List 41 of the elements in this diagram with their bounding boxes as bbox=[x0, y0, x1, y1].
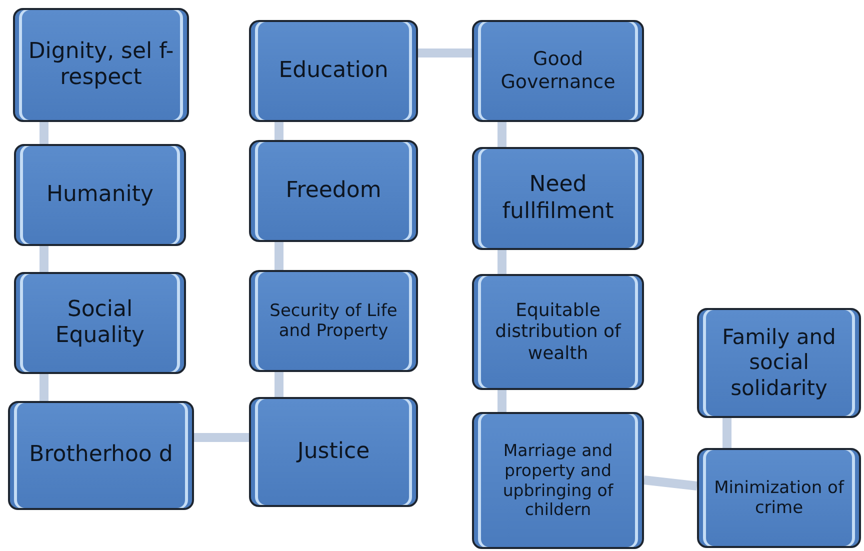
box-label: Justice bbox=[297, 438, 370, 466]
connector-bar bbox=[644, 476, 698, 490]
box-label: Good Governance bbox=[500, 48, 616, 94]
connector-bar bbox=[274, 242, 284, 270]
concept-box bbox=[13, 8, 189, 122]
box-label: Family and social solidarity bbox=[721, 325, 837, 401]
connector-bar bbox=[722, 418, 732, 448]
connector-bar bbox=[498, 122, 506, 147]
box-label: Education bbox=[278, 58, 388, 84]
connector-bar bbox=[498, 250, 506, 274]
box-label: Brotherhoo d bbox=[29, 442, 173, 469]
connector-bar bbox=[498, 390, 506, 412]
concept-box bbox=[472, 412, 644, 549]
connector-bar bbox=[194, 433, 249, 442]
concept-box bbox=[249, 20, 418, 122]
connector-bar bbox=[418, 48, 472, 58]
box-label: Humanity bbox=[46, 182, 154, 208]
concept-box bbox=[249, 397, 418, 507]
concept-box bbox=[472, 20, 644, 122]
connector-bar bbox=[40, 374, 48, 401]
concept-box bbox=[697, 308, 861, 418]
connector-bar bbox=[40, 122, 48, 144]
connector-bar bbox=[274, 372, 284, 397]
concept-box bbox=[249, 140, 418, 242]
concept-box bbox=[697, 448, 861, 548]
box-label: Marriage and property and upbringing of childern bbox=[502, 440, 614, 520]
concept-box bbox=[8, 401, 194, 510]
box-label: Dignity, sel f-respect bbox=[27, 38, 175, 92]
box-label: Minimization of crime bbox=[713, 478, 846, 518]
box-label: Security of Life and Property bbox=[268, 300, 398, 342]
box-label: Freedom bbox=[286, 178, 382, 204]
box-label: Need fullfilment bbox=[501, 172, 615, 225]
box-label: Social Equality bbox=[54, 296, 146, 350]
connector-bar bbox=[40, 246, 48, 272]
concept-box bbox=[472, 274, 644, 390]
connector-bar bbox=[274, 122, 284, 140]
box-label: Equitable distribution of wealth bbox=[494, 300, 622, 364]
concept-box bbox=[472, 147, 644, 250]
concept-box bbox=[249, 270, 418, 372]
concept-box bbox=[14, 144, 186, 246]
concept-box bbox=[14, 272, 186, 374]
